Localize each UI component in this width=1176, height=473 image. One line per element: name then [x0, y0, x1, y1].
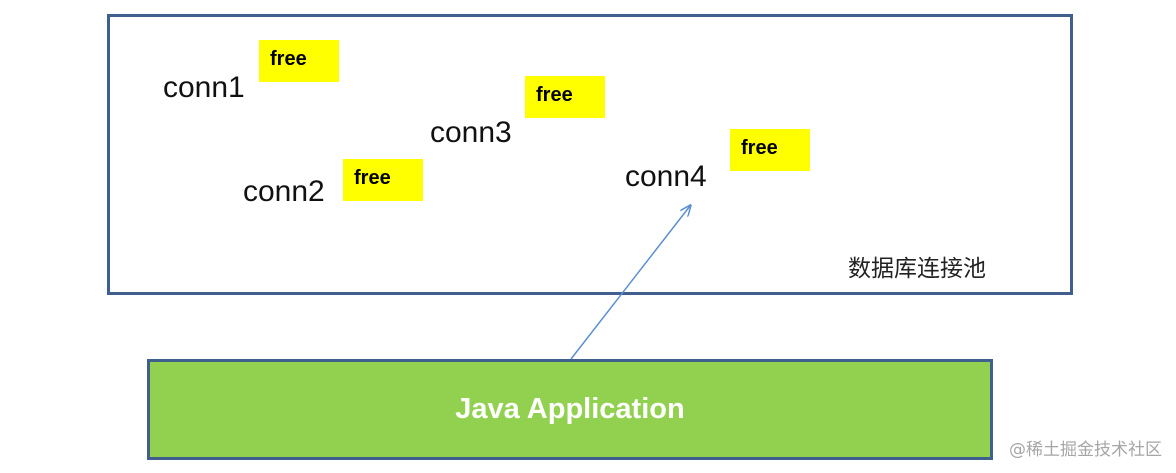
conn2-free-badge: free — [343, 159, 423, 201]
pool-title: 数据库连接池 — [848, 256, 986, 282]
connection-pool-box — [107, 14, 1073, 295]
conn2-label: conn2 — [243, 175, 325, 208]
conn4-free-badge: free — [730, 129, 810, 171]
conn3-label: conn3 — [430, 116, 512, 149]
java-application-label: Java Application — [455, 393, 685, 425]
conn4-label: conn4 — [625, 160, 707, 193]
conn1-free-badge: free — [259, 40, 339, 82]
conn3-free-badge: free — [525, 76, 605, 118]
conn1-label: conn1 — [163, 71, 245, 104]
java-application-box: Java Application — [147, 359, 993, 460]
watermark: @稀土掘金技术社区 — [1009, 440, 1162, 460]
